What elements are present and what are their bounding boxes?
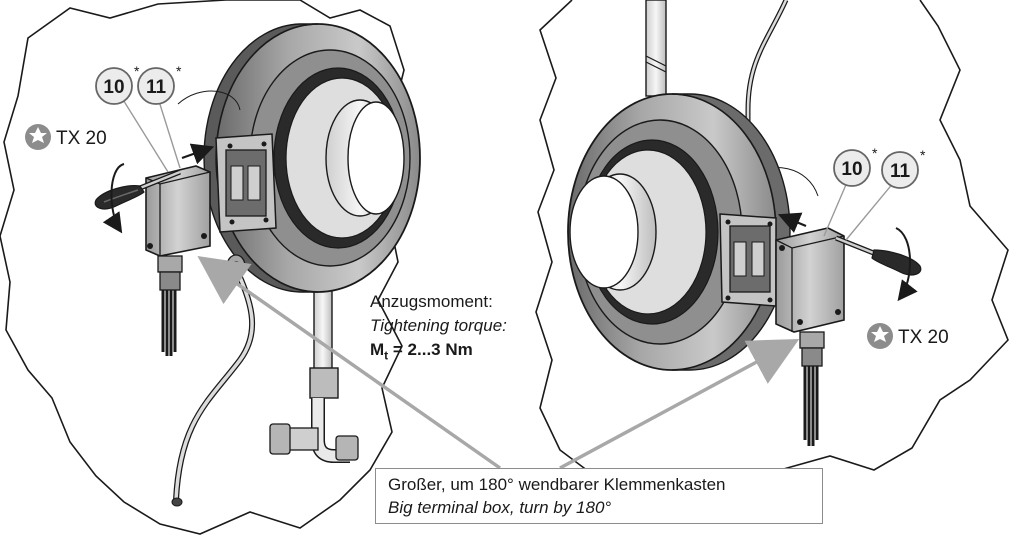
cable-end-left <box>171 497 183 507</box>
direction-arrow-left <box>181 143 215 165</box>
part-badge-11-left-mark: * <box>176 63 182 79</box>
pipe-vertical <box>313 289 333 371</box>
terminal-box-callout: Großer, um 180° wendbarer Klemmenkasten … <box>375 468 823 524</box>
torque-note: Anzugsmoment: Tightening torque: Mt = 2.… <box>370 290 507 367</box>
part-badge-10-right: 10 * <box>833 145 878 187</box>
torque-subscript: t <box>384 348 389 363</box>
part-badge-11-left: 11 * <box>137 63 182 105</box>
torque-range: = 2...3 Nm <box>388 340 473 359</box>
tool-label-left: TX 20 <box>56 128 107 149</box>
connector-plate-left <box>215 133 277 233</box>
leader-10-left <box>121 97 169 173</box>
right-view: 10 * 11 * TX 20 <box>535 0 1009 501</box>
part-badge-10-right-number: 10 <box>841 159 862 180</box>
slip-ring-body-right <box>567 93 791 371</box>
gland-ring-left <box>226 254 246 278</box>
callout-arrow-left <box>197 255 502 470</box>
screwdriver-left <box>94 169 181 210</box>
torque-symbol: M <box>370 340 385 359</box>
callout-line-de: Großer, um 180° wendbarer Klemmenkasten <box>388 475 726 494</box>
part-badge-10-left: 10 * <box>95 63 140 105</box>
torque-value: Mt = 2...3 Nm <box>370 338 507 367</box>
torx-icon-left <box>25 124 51 150</box>
part-badge-11-right-number: 11 <box>890 161 911 182</box>
leader-10-right <box>823 179 849 237</box>
leader-11-left <box>157 97 181 169</box>
part-badge-11-left-number: 11 <box>146 77 167 98</box>
pipe-fitting <box>269 367 359 463</box>
pipe-vertical-top <box>645 0 667 97</box>
tool-label-right: TX 20 <box>898 327 949 348</box>
part-badge-10-right-mark: * <box>872 145 878 161</box>
torque-label-de: Anzugsmoment: <box>370 292 493 311</box>
torx-icon-right <box>867 323 893 349</box>
terminal-box-left <box>145 165 211 356</box>
rotation-arrow-right <box>895 227 918 302</box>
connector-plate-right <box>719 213 777 307</box>
part-badge-11-right-mark: * <box>920 147 926 163</box>
callout-arrow-right <box>559 339 800 470</box>
rotation-arrow-left <box>102 163 125 234</box>
torque-label-en: Tightening torque: <box>370 316 507 335</box>
leader-11-right <box>845 181 895 241</box>
screwdriver-right <box>835 235 922 276</box>
part-badge-10-left-mark: * <box>134 63 140 79</box>
part-badge-10-left-number: 10 <box>103 77 124 98</box>
callout-line-en: Big terminal box, turn by 180° <box>388 498 612 517</box>
part-badge-11-right: 11 * <box>881 147 926 189</box>
left-view: 10 * 11 * TX 20 <box>0 0 421 535</box>
direction-arrow-right <box>777 212 807 233</box>
swing-arc-left <box>177 90 241 111</box>
terminal-box-right <box>775 227 845 446</box>
